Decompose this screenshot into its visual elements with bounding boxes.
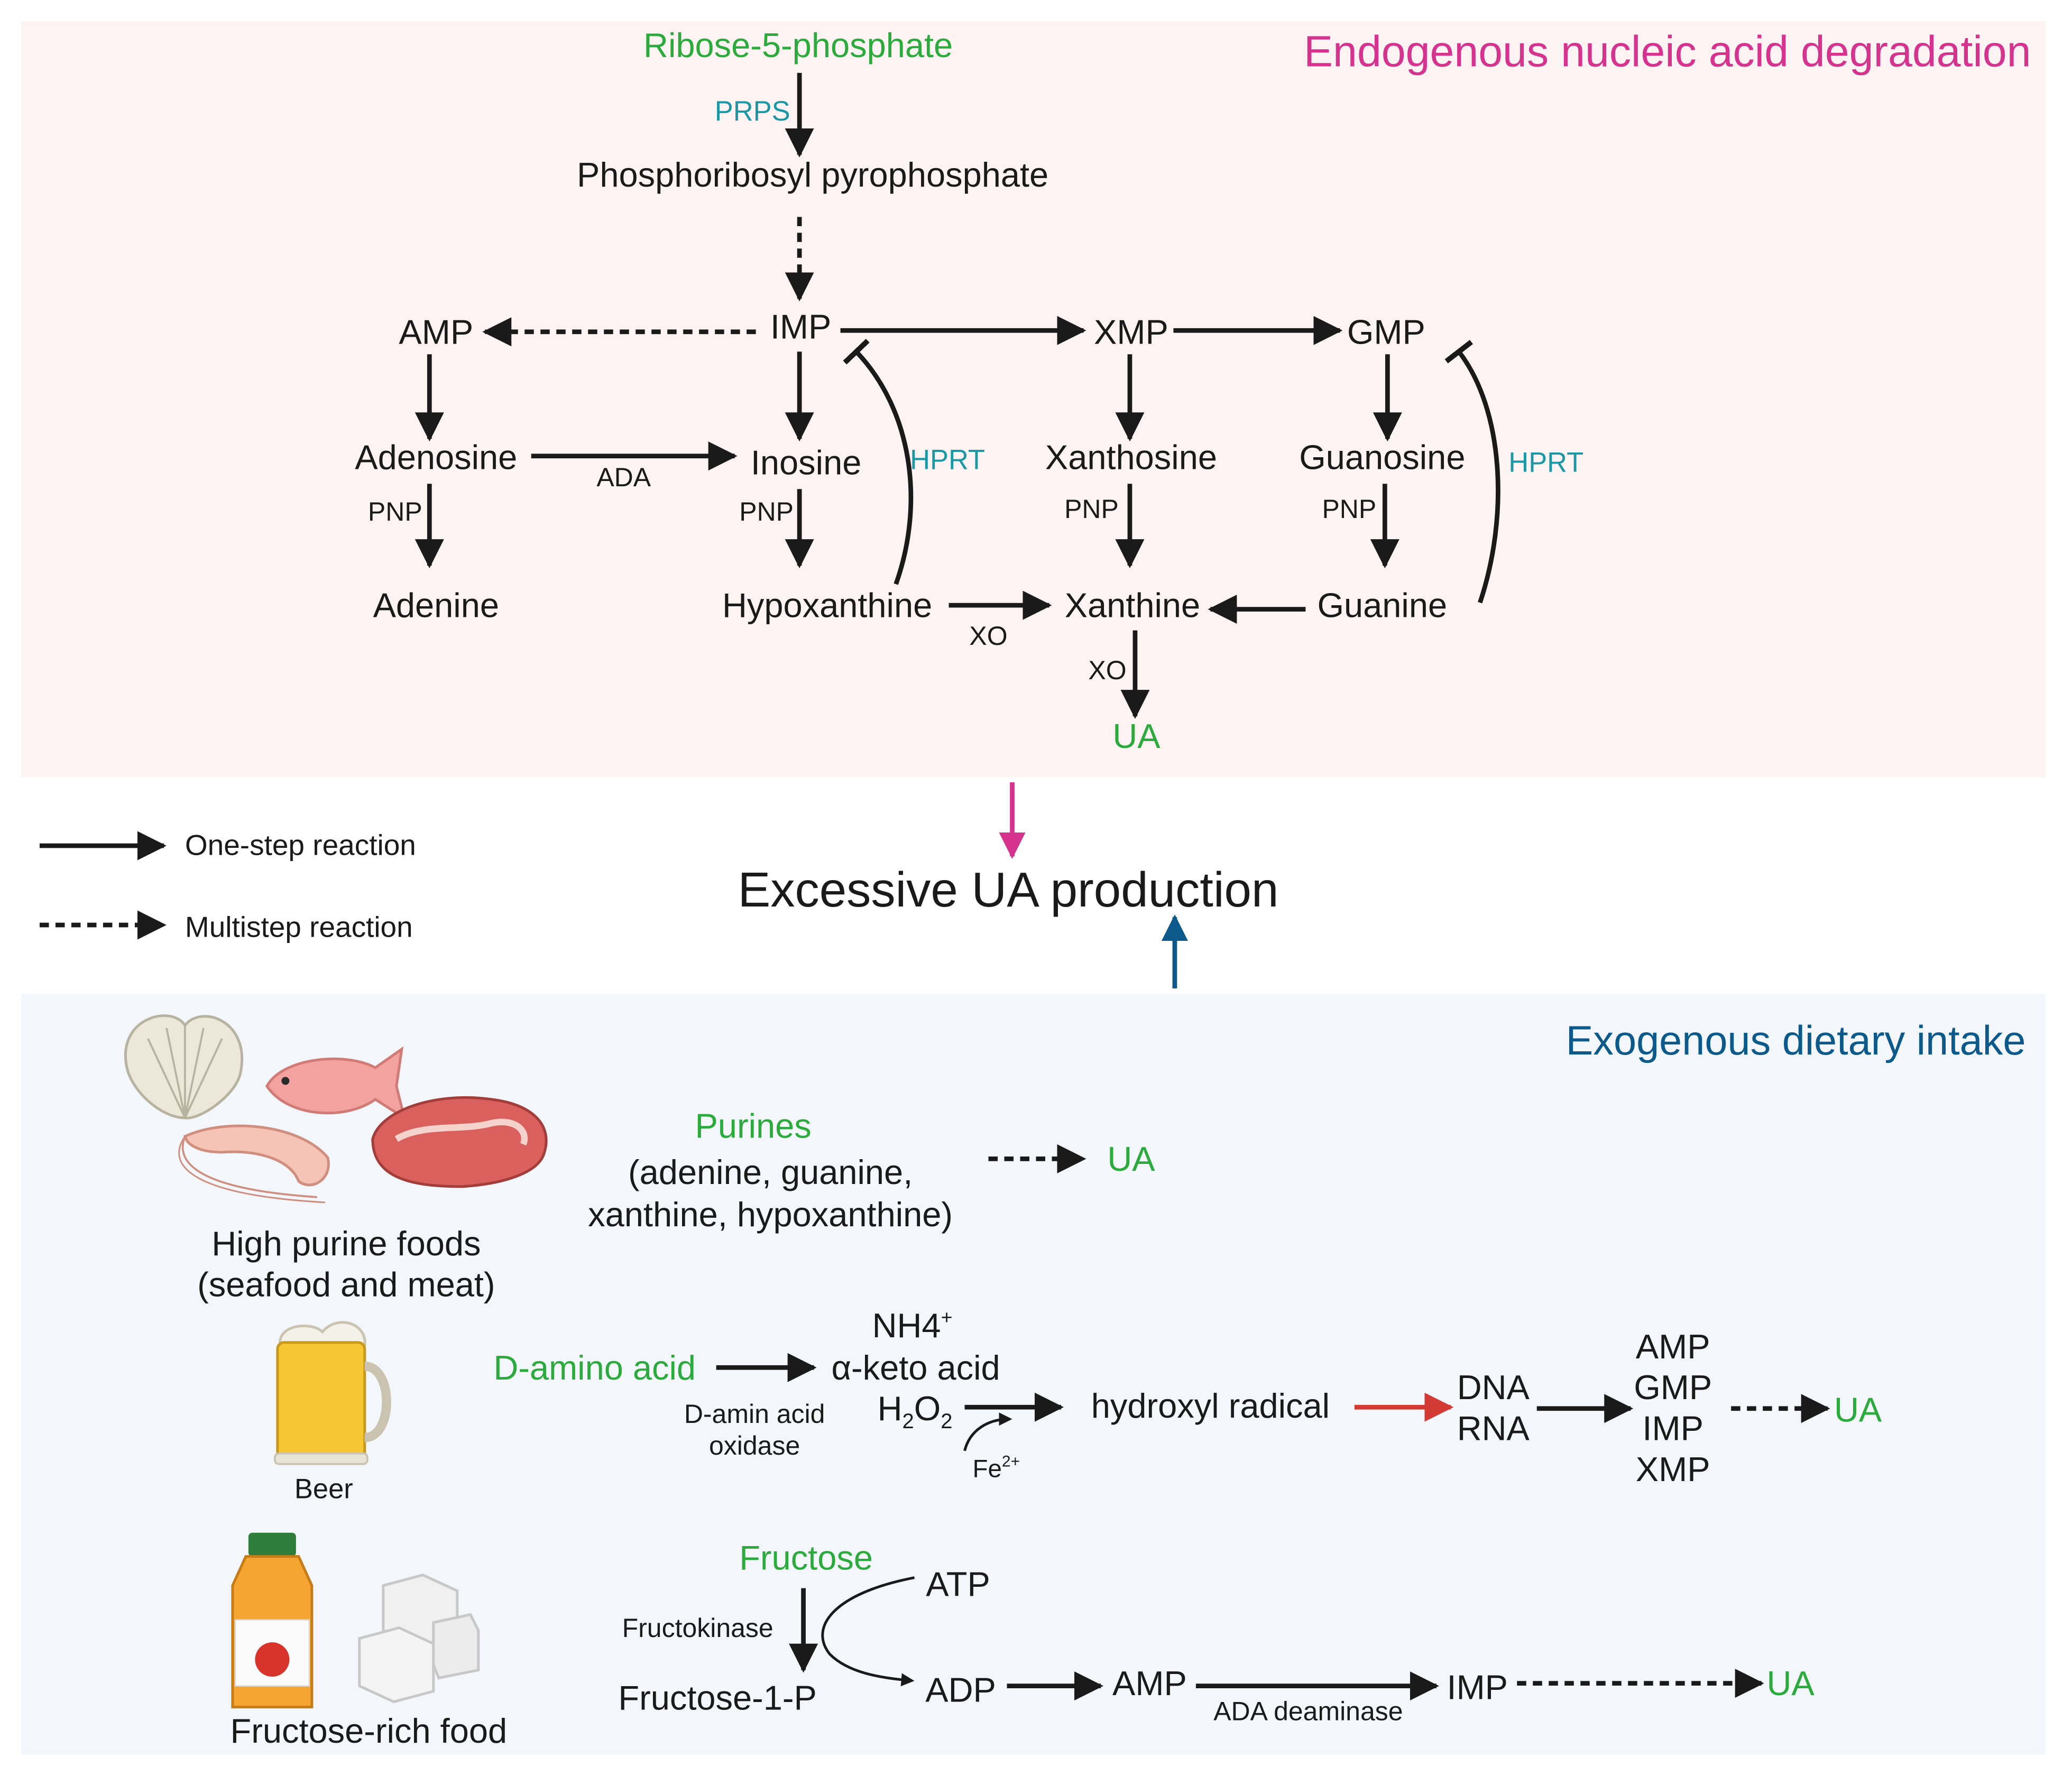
hprt-salvage-curve-2 [1444, 339, 1500, 604]
keto-acid-label: α-keto acid [831, 1348, 1000, 1387]
hprt-salvage-curve-1 [843, 338, 914, 585]
xanthosine-label: Xanthosine [1045, 438, 1217, 477]
legend-multistep-label: Multistep reaction [185, 910, 413, 943]
purines-list-line-1: (adenine, guanine, [628, 1153, 913, 1191]
imp-fructose-label: IMP [1447, 1668, 1508, 1707]
nucleotide-imp-label: IMP [1642, 1409, 1703, 1448]
imp-label: IMP [770, 307, 832, 346]
endogenous-title: Endogenous nucleic acid degradation [1304, 27, 2031, 76]
hprt-label-1: HPRT [910, 445, 985, 476]
ua-fructose-label: UA [1767, 1664, 1815, 1703]
hypoxanthine-label: Hypoxanthine [722, 586, 932, 625]
ua-beer-label: UA [1834, 1391, 1882, 1429]
adenosine-label: Adenosine [355, 438, 517, 477]
fe-label: Fe2+ [973, 1453, 1020, 1483]
daao-label-2: oxidase [709, 1431, 800, 1460]
fish-icon [265, 1046, 407, 1121]
d-amino-acid-label: D-amino acid [493, 1348, 696, 1387]
high-purine-foods-illustration [124, 1014, 548, 1204]
xo-label-2: XO [1088, 655, 1126, 685]
purines-list-line-2: xanthine, hypoxanthine) [588, 1195, 953, 1234]
xanthine-label: Xanthine [1065, 586, 1200, 625]
high-purine-foods-label-2: (seafood and meat) [197, 1265, 495, 1303]
amp-label: AMP [399, 312, 473, 351]
pnp-label-4: PNP [1322, 494, 1376, 524]
xmp-label: XMP [1094, 312, 1168, 351]
beer-label: Beer [294, 1474, 353, 1505]
h2o2-label: H2O2 [878, 1389, 953, 1433]
pnp-label-3: PNP [1064, 494, 1119, 524]
ada-label: ADA [596, 462, 651, 492]
legend-one-step-label: One-step reaction [185, 829, 416, 862]
atp-label: ATP [926, 1565, 990, 1604]
purines-label: Purines [695, 1106, 811, 1145]
endogenous-panel [21, 21, 2046, 778]
inosine-label: Inosine [751, 443, 862, 482]
guanine-label: Guanine [1318, 586, 1448, 625]
fructose-label: Fructose [739, 1539, 873, 1577]
nucleotide-amp-label: AMP [1636, 1327, 1710, 1366]
xo-label-1: XO [969, 621, 1007, 651]
shrimp-icon [178, 1124, 330, 1204]
steak-icon [371, 1096, 548, 1188]
adenine-label: Adenine [373, 586, 499, 625]
nucleotide-xmp-label: XMP [1636, 1450, 1710, 1488]
hprt-label-2: HPRT [1508, 447, 1583, 478]
pnp-label-2: PNP [739, 497, 794, 526]
guanosine-label: Guanosine [1299, 438, 1465, 477]
rna-label: RNA [1457, 1409, 1530, 1448]
hydroxyl-radical-label: hydroxyl radical [1091, 1386, 1330, 1425]
nucleotide-gmp-label: GMP [1634, 1368, 1712, 1407]
fenton-curved-arrow [963, 1412, 1012, 1451]
pnp-label-1: PNP [368, 497, 422, 526]
high-purine-foods-label-1: High purine foods [211, 1224, 481, 1263]
beer-mug-icon [273, 1321, 391, 1465]
ribose-5-phosphate-label: Ribose-5-phosphate [643, 26, 953, 64]
nh4-label: NH4+ [872, 1306, 953, 1345]
clam-shell-icon [124, 1014, 243, 1120]
ada-deaminase-label: ADA deaminase [1213, 1697, 1403, 1726]
juice-bottle-icon [231, 1532, 314, 1709]
gmp-label: GMP [1347, 312, 1425, 351]
amp-fructose-label: AMP [1112, 1664, 1187, 1703]
ua-purines-label: UA [1107, 1140, 1155, 1178]
sugar-cubes-icon [358, 1574, 480, 1704]
prps-label: PRPS [715, 96, 790, 127]
fructose-1-p-label: Fructose-1-P [618, 1679, 816, 1717]
atp-to-adp-curved-arrow [821, 1576, 915, 1687]
exogenous-title: Exogenous dietary intake [1566, 1018, 2026, 1063]
fructose-rich-food-label: Fructose-rich food [231, 1712, 508, 1750]
daao-label-1: D-amin acid [684, 1399, 825, 1429]
fructokinase-label: Fructokinase [622, 1613, 773, 1643]
prpp-label: Phosphoribosyl pyrophosphate [577, 155, 1048, 194]
excessive-ua-production-title: Excessive UA production [738, 862, 1279, 917]
adp-label: ADP [925, 1671, 996, 1709]
ua-endogenous-label: UA [1112, 717, 1161, 755]
dna-label: DNA [1457, 1368, 1530, 1407]
